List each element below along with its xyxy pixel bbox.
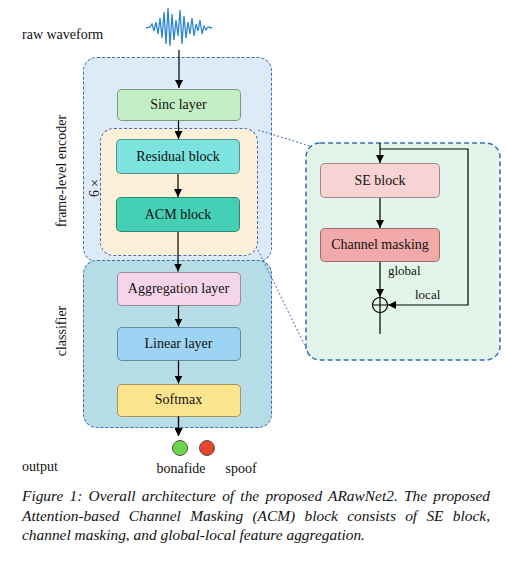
residual-line bbox=[380, 149, 468, 305]
sum-symbol bbox=[373, 298, 388, 313]
flow-arrow bbox=[178, 417, 179, 437]
class-label: spoof bbox=[225, 461, 256, 477]
sum-symbol bbox=[373, 298, 388, 313]
box-label: Channel masking bbox=[331, 237, 429, 253]
box-label: Linear layer bbox=[144, 336, 212, 352]
flow-arrow bbox=[178, 417, 179, 437]
group-label: classifier bbox=[53, 306, 71, 357]
annotation-label: raw waveform bbox=[22, 27, 103, 43]
box-label: ACM block bbox=[145, 207, 212, 223]
box-label: Softmax bbox=[155, 392, 202, 408]
box-label: Aggregation layer bbox=[128, 281, 229, 297]
flow-arrow bbox=[177, 232, 178, 272]
waveform-illustration bbox=[146, 8, 212, 46]
input-line bbox=[379, 143, 380, 163]
input-arrow bbox=[178, 50, 179, 88]
flow-arrow bbox=[177, 174, 178, 197]
process-box: Channel masking bbox=[320, 228, 440, 262]
output-circle: bonafide bbox=[172, 440, 188, 456]
encoder-group: frame-level encoderSinc layer6×Residual … bbox=[83, 57, 272, 262]
annotation-label: global bbox=[388, 263, 421, 279]
repeat-group: 6×Residual blockACM block bbox=[100, 128, 258, 256]
process-box: Linear layer bbox=[117, 327, 241, 361]
box-label: Sinc layer bbox=[150, 97, 206, 113]
process-box: Sinc layer bbox=[117, 89, 241, 121]
figure-caption: Figure 1: Overall architecture of the pr… bbox=[22, 486, 490, 545]
acm-detail-panel bbox=[306, 143, 500, 360]
process-box: ACM block bbox=[116, 197, 240, 232]
flow-arrow bbox=[379, 198, 380, 228]
process-box: SE block bbox=[320, 163, 440, 198]
output-circle: spoof bbox=[199, 440, 215, 456]
output-line bbox=[379, 313, 380, 335]
process-box: Residual block bbox=[116, 139, 240, 174]
process-box: Aggregation layer bbox=[117, 272, 241, 306]
process-box: Softmax bbox=[117, 384, 241, 417]
zoom-line bbox=[258, 130, 310, 146]
box-label: SE block bbox=[355, 173, 406, 189]
zoom-line bbox=[258, 250, 310, 356]
annotation-label: local bbox=[415, 287, 440, 303]
classifier-group: classifierAggregation layerLinear layerS… bbox=[83, 260, 272, 428]
class-label: bonafide bbox=[157, 461, 206, 477]
flow-arrow bbox=[178, 306, 179, 327]
flow-arrow bbox=[178, 361, 179, 384]
global-line bbox=[379, 262, 380, 297]
annotation-label: output bbox=[22, 459, 58, 475]
box-label: Residual block bbox=[136, 149, 220, 165]
flow-arrow bbox=[178, 121, 179, 140]
group-label: 6× bbox=[86, 175, 104, 197]
group-label: frame-level encoder bbox=[53, 115, 71, 227]
